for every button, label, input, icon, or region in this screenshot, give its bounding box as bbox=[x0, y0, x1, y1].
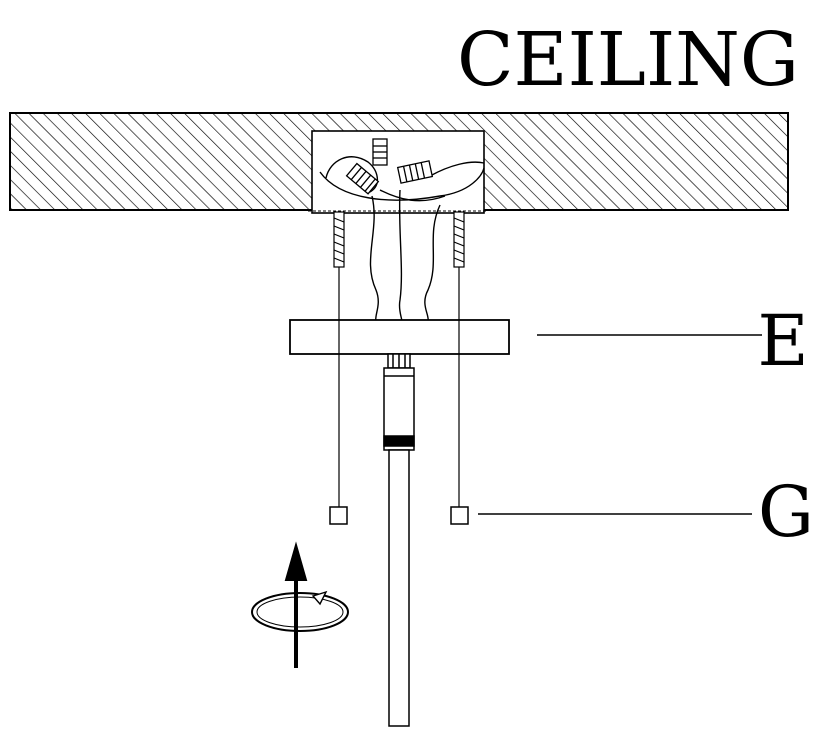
mounting-screw-left bbox=[333, 211, 345, 268]
cap-nut-left bbox=[329, 506, 348, 525]
screw-guide-lines bbox=[338, 267, 460, 507]
mounting-screw-right bbox=[453, 211, 465, 268]
fixture-rod bbox=[388, 449, 410, 727]
cap-nut-right bbox=[450, 506, 469, 525]
fixture-stem bbox=[383, 353, 415, 451]
rotate-arrow-icon bbox=[251, 541, 349, 668]
wire-connectors bbox=[345, 138, 434, 195]
screw-label: G bbox=[758, 471, 814, 553]
supply-wires bbox=[319, 156, 485, 323]
ceiling-label: CEILING bbox=[457, 17, 799, 103]
canopy bbox=[289, 319, 510, 355]
canopy-label: E bbox=[757, 300, 808, 382]
